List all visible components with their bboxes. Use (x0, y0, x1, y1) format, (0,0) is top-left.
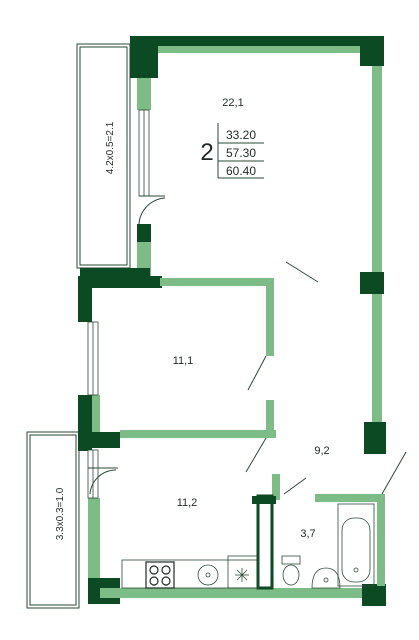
washing-machine-icon (235, 568, 249, 582)
toilet-icon (281, 555, 301, 586)
doors (88, 195, 407, 495)
room-area-bath: 3,7 (300, 528, 315, 540)
balcony-bottom-label: 3.3x0.3=1.0 (55, 487, 66, 540)
total-area: 57.30 (226, 146, 256, 160)
total-with-balcony: 60.40 (226, 164, 256, 178)
room-area-hall: 9,2 (314, 445, 329, 457)
balcony-top-label: 4.2x0.5=2.1 (105, 121, 116, 174)
washbasin-icon (311, 567, 341, 589)
interior-walls (120, 278, 385, 590)
living-area: 33.20 (226, 128, 256, 142)
room-area-bedroom: 11,1 (173, 355, 194, 367)
balcony-top (76, 43, 131, 269)
apartment-summary: 2 33.20 57.30 60.40 (200, 123, 264, 179)
sink-icon (197, 564, 219, 586)
rooms-count: 2 (200, 139, 213, 166)
outer-walls (78, 36, 386, 606)
room-area-living: 22,1 (222, 97, 243, 109)
kitchen-counter (121, 555, 259, 589)
balcony-bottom (26, 431, 80, 609)
bathtub-icon (337, 503, 375, 587)
stove-icon (145, 561, 175, 589)
room-area-kitchen: 11,2 (177, 497, 198, 509)
